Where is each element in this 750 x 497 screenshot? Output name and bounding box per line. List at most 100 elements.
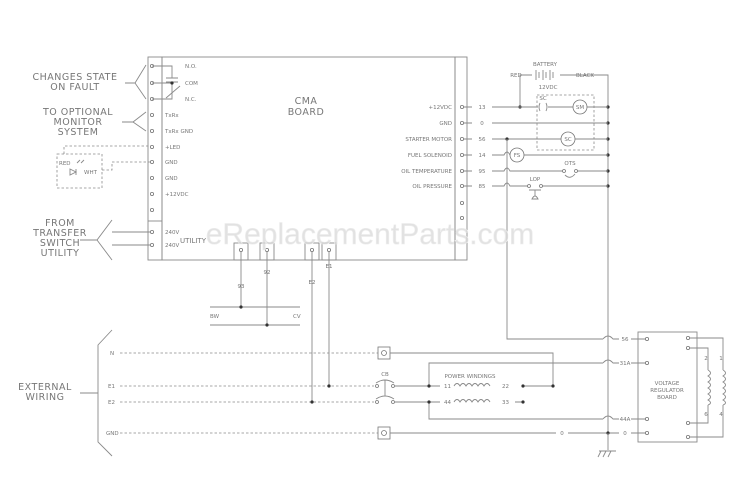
svg-text:1: 1	[719, 356, 723, 362]
left-terminal-label: N.C.	[185, 97, 197, 103]
right-terminal	[459, 168, 464, 173]
right-terminal-label: +12VDC	[429, 105, 453, 111]
relay-contact	[152, 65, 178, 100]
svg-text:BATTERY: BATTERY	[533, 62, 558, 68]
svg-text:SWITCH: SWITCH	[40, 238, 80, 249]
svg-text:0: 0	[623, 431, 627, 437]
right-terminal-strip	[454, 56, 468, 261]
right-terminal	[459, 215, 464, 220]
svg-text:POWER WINDINGS: POWER WINDINGS	[444, 374, 496, 380]
wire-number: 14	[479, 153, 486, 159]
left-terminal-label: TxRx GND	[164, 129, 193, 135]
ground-icon	[597, 433, 616, 458]
right-terminal-label: FUEL SOLENOID	[408, 153, 452, 159]
left-terminal-label: +12VDC	[165, 192, 189, 198]
led-indicator	[56, 153, 103, 189]
voltage-regulator-board	[637, 331, 698, 443]
svg-text:11: 11	[444, 384, 451, 390]
wire-number: 56	[479, 137, 486, 143]
right-terminal	[459, 136, 464, 141]
left-terminal	[149, 159, 154, 164]
svg-text:WHT: WHT	[84, 170, 98, 176]
left-terminal-label: 240V	[165, 243, 179, 249]
left-terminal-label: +LED	[165, 145, 180, 151]
left-terminal-strip	[147, 56, 163, 261]
wire-number: 85	[479, 184, 486, 190]
svg-text:WIRING: WIRING	[25, 392, 64, 403]
svg-text:2: 2	[704, 356, 708, 362]
svg-text:BW: BW	[210, 314, 220, 320]
svg-text:CB: CB	[381, 372, 389, 378]
left-terminal	[149, 242, 154, 247]
svg-text:E1: E1	[326, 264, 333, 270]
board-title: CMA	[295, 96, 318, 107]
svg-text:OTS: OTS	[564, 161, 576, 167]
exciter-coil	[707, 369, 726, 406]
svg-text:BLACK: BLACK	[576, 73, 594, 79]
svg-text:E2: E2	[309, 280, 316, 286]
svg-text:CV: CV	[293, 314, 301, 320]
wire-number: 13	[479, 105, 486, 111]
monitor-label: MONITOR	[54, 117, 103, 128]
svg-text:56: 56	[622, 337, 629, 343]
left-terminal	[149, 191, 154, 196]
circuit-breaker: CB	[375, 372, 395, 404]
left-terminal-label: GND	[165, 160, 178, 166]
fuel-solenoid-icon	[509, 147, 525, 163]
svg-text:TRANSFER: TRANSFER	[32, 228, 87, 239]
left-terminal	[149, 175, 154, 180]
svg-text:UTILITY: UTILITY	[41, 248, 80, 259]
svg-text:92: 92	[264, 270, 271, 276]
svg-text:SC: SC	[539, 96, 546, 102]
svg-text:22: 22	[502, 384, 509, 390]
monitor-label: SYSTEM	[58, 127, 99, 138]
svg-text:4: 4	[719, 412, 723, 418]
svg-text:31A: 31A	[620, 361, 631, 367]
right-terminal-label: OIL PRESSURE	[412, 184, 452, 190]
svg-text:REGULATOR: REGULATOR	[650, 388, 684, 394]
svg-text:N: N	[110, 351, 114, 357]
right-terminal	[459, 152, 464, 157]
board-title: BOARD	[288, 107, 325, 118]
svg-text:SM: SM	[576, 105, 584, 111]
svg-text:BOARD: BOARD	[657, 395, 677, 401]
led-icon	[69, 159, 85, 176]
right-terminal-label: OIL TEMPERATURE	[401, 169, 452, 175]
right-terminal-label: GND	[439, 121, 452, 127]
starter-box	[536, 94, 595, 151]
svg-text:UTILITY: UTILITY	[180, 237, 207, 245]
svg-text:VOLTAGE: VOLTAGE	[655, 381, 680, 387]
left-terminal	[149, 144, 154, 149]
right-terminal	[459, 105, 464, 110]
wire-number: 0	[480, 121, 484, 127]
right-terminal-label: STARTER MOTOR	[405, 137, 452, 143]
svg-text:33: 33	[502, 400, 509, 406]
left-terminal-label: N.O.	[185, 64, 197, 70]
left-terminal	[149, 128, 154, 133]
svg-text:E2: E2	[108, 400, 115, 406]
svg-text:0: 0	[560, 431, 564, 437]
svg-text:12VDC: 12VDC	[539, 85, 558, 91]
svg-text:RED: RED	[510, 73, 522, 79]
svg-text:44A: 44A	[620, 417, 631, 423]
svg-text:FS: FS	[514, 153, 521, 159]
left-terminal	[149, 207, 154, 212]
svg-text:LOP: LOP	[530, 177, 541, 183]
starter-motor-icon	[572, 99, 588, 115]
svg-text:GND: GND	[106, 431, 119, 437]
right-terminal	[459, 183, 464, 188]
svg-text:E1: E1	[108, 384, 115, 390]
power-winding-coil	[453, 383, 491, 403]
svg-text:44: 44	[444, 400, 451, 406]
svg-text:6: 6	[704, 412, 708, 418]
left-terminal-label: COM	[185, 81, 198, 87]
left-terminal-label: GND	[165, 176, 178, 182]
monitor-label: TO OPTIONAL	[42, 107, 113, 118]
battery-icon	[535, 70, 554, 80]
svg-text:SC: SC	[564, 137, 571, 143]
right-terminal	[459, 200, 464, 205]
svg-text:EXTERNAL: EXTERNAL	[18, 382, 72, 393]
wire-number: 95	[479, 169, 486, 175]
